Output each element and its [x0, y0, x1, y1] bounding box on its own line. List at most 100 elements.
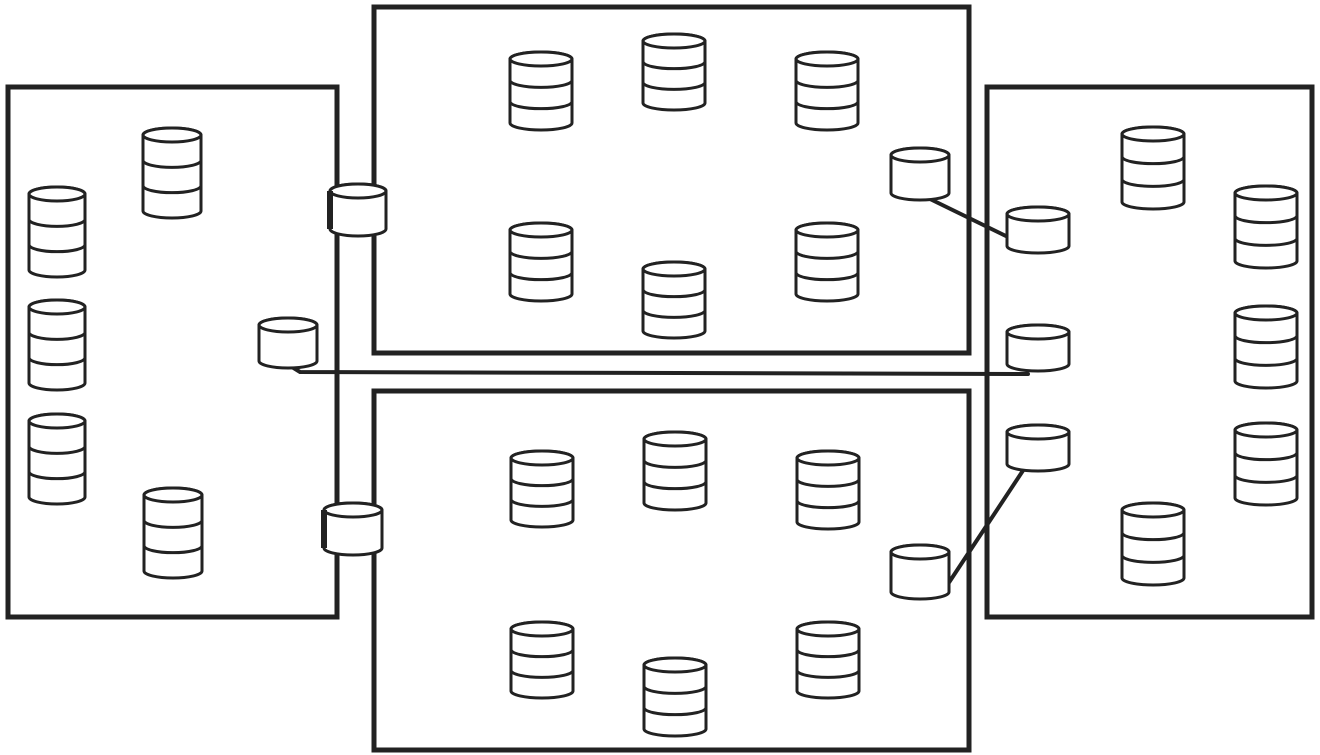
- top-db-3-band: [794, 101, 860, 111]
- top-db-5-icon: [641, 260, 707, 340]
- left-db-2-band: [27, 244, 87, 254]
- right-db-2-lid: [1233, 184, 1299, 202]
- left-db-4-lid: [27, 412, 87, 430]
- top-db-4-icon: [508, 221, 574, 303]
- left-db-2-band: [27, 218, 87, 228]
- left-gateway-lid: [257, 316, 319, 334]
- right-gateway-3-icon: [1005, 423, 1071, 473]
- top-gateway-icon: [889, 146, 951, 202]
- bottom-db-1-lid: [509, 449, 575, 467]
- right-db-2-band: [1233, 237, 1299, 247]
- left-db-4-icon: [27, 412, 87, 506]
- top-db-2-band: [641, 61, 707, 71]
- left-db-4-band: [27, 471, 87, 481]
- right-db-2-icon: [1233, 184, 1299, 270]
- bottom-center-cluster-box: [371, 388, 972, 753]
- bridge-node-bottom-lid: [322, 501, 384, 519]
- bottom-db-5-band: [642, 707, 708, 717]
- bottom-db-5-icon: [642, 656, 708, 738]
- bottom-db-2-band: [642, 481, 708, 491]
- bottom-db-3-icon: [795, 449, 861, 531]
- left-gateway-icon: [257, 316, 319, 370]
- right-db-4-band: [1233, 452, 1299, 462]
- top-db-1-band: [508, 79, 574, 89]
- right-gateway-2-lid: [1005, 323, 1071, 341]
- top-db-5-band: [641, 289, 707, 299]
- top-db-6-lid: [794, 221, 860, 239]
- left-db-4-band: [27, 445, 87, 455]
- bottom-db-3-band: [795, 500, 861, 510]
- link-bottom-to-right: [944, 461, 1030, 589]
- left-db-3-icon: [27, 298, 87, 392]
- left-db-3-band: [27, 331, 87, 341]
- left-db-1-band: [141, 185, 203, 195]
- bridge-node-top-lid: [328, 182, 388, 200]
- right-db-1-lid: [1120, 125, 1186, 143]
- right-db-4-icon: [1233, 421, 1299, 507]
- bottom-db-1-band: [509, 478, 575, 488]
- top-gateway-lid: [889, 146, 951, 164]
- left-db-1-icon: [141, 126, 203, 220]
- right-db-1-band: [1120, 156, 1186, 166]
- bottom-db-2-lid: [642, 430, 708, 448]
- right-db-4-lid: [1233, 421, 1299, 439]
- right-db-5-lid: [1120, 501, 1186, 519]
- bottom-db-6-band: [795, 649, 861, 659]
- top-db-1-icon: [508, 50, 574, 132]
- top-db-6-band: [794, 250, 860, 260]
- top-db-4-band: [508, 250, 574, 260]
- top-db-5-band: [641, 309, 707, 319]
- top-db-3-lid: [794, 50, 860, 68]
- bottom-db-4-band: [509, 669, 575, 679]
- right-db-3-lid: [1233, 304, 1299, 322]
- bottom-db-5-band: [642, 685, 708, 695]
- bottom-gateway-icon: [889, 543, 951, 601]
- right-db-1-band: [1120, 178, 1186, 188]
- right-db-2-band: [1233, 215, 1299, 225]
- link-left-to-right: [290, 365, 1030, 376]
- left-db-1-band: [141, 159, 203, 169]
- left-db-5-lid: [142, 486, 204, 504]
- bottom-db-6-icon: [795, 620, 861, 700]
- left-cluster-box: [5, 84, 340, 620]
- top-db-3-icon: [794, 50, 860, 132]
- left-db-3-band: [27, 357, 87, 367]
- right-db-3-icon: [1233, 304, 1299, 390]
- database-nodes: [27, 32, 1299, 738]
- right-db-3-band: [1233, 335, 1299, 345]
- bottom-db-6-lid: [795, 620, 861, 638]
- right-gateway-3-lid: [1005, 423, 1071, 441]
- top-db-6-icon: [794, 221, 860, 303]
- bottom-db-2-icon: [642, 430, 708, 512]
- bottom-gateway-lid: [889, 543, 951, 561]
- top-db-1-band: [508, 101, 574, 111]
- right-db-3-band: [1233, 357, 1299, 367]
- top-db-3-band: [794, 79, 860, 89]
- top-db-4-lid: [508, 221, 574, 239]
- bottom-db-6-band: [795, 669, 861, 679]
- link-top-to-right: [926, 196, 1012, 240]
- bottom-db-3-lid: [795, 449, 861, 467]
- bottom-db-4-lid: [509, 620, 575, 638]
- top-db-1-lid: [508, 50, 574, 68]
- right-gateway-1-lid: [1005, 205, 1071, 223]
- bottom-db-1-band: [509, 498, 575, 508]
- bridge-node-top-icon: [327, 182, 388, 238]
- top-db-2-icon: [641, 32, 707, 112]
- left-db-2-icon: [27, 185, 87, 279]
- bottom-db-1-icon: [509, 449, 575, 529]
- top-db-2-band: [641, 81, 707, 91]
- right-db-5-band: [1120, 532, 1186, 542]
- right-gateway-1-icon: [1005, 205, 1071, 255]
- bottom-db-3-band: [795, 478, 861, 488]
- right-db-5-band: [1120, 554, 1186, 564]
- left-db-5-band: [142, 519, 204, 529]
- top-center-cluster-box: [371, 4, 972, 356]
- right-db-4-band: [1233, 474, 1299, 484]
- right-gateway-2-icon: [1005, 323, 1071, 373]
- left-db-5-band: [142, 545, 204, 555]
- left-db-3-lid: [27, 298, 87, 316]
- bottom-db-5-lid: [642, 656, 708, 674]
- top-db-2-lid: [641, 32, 707, 50]
